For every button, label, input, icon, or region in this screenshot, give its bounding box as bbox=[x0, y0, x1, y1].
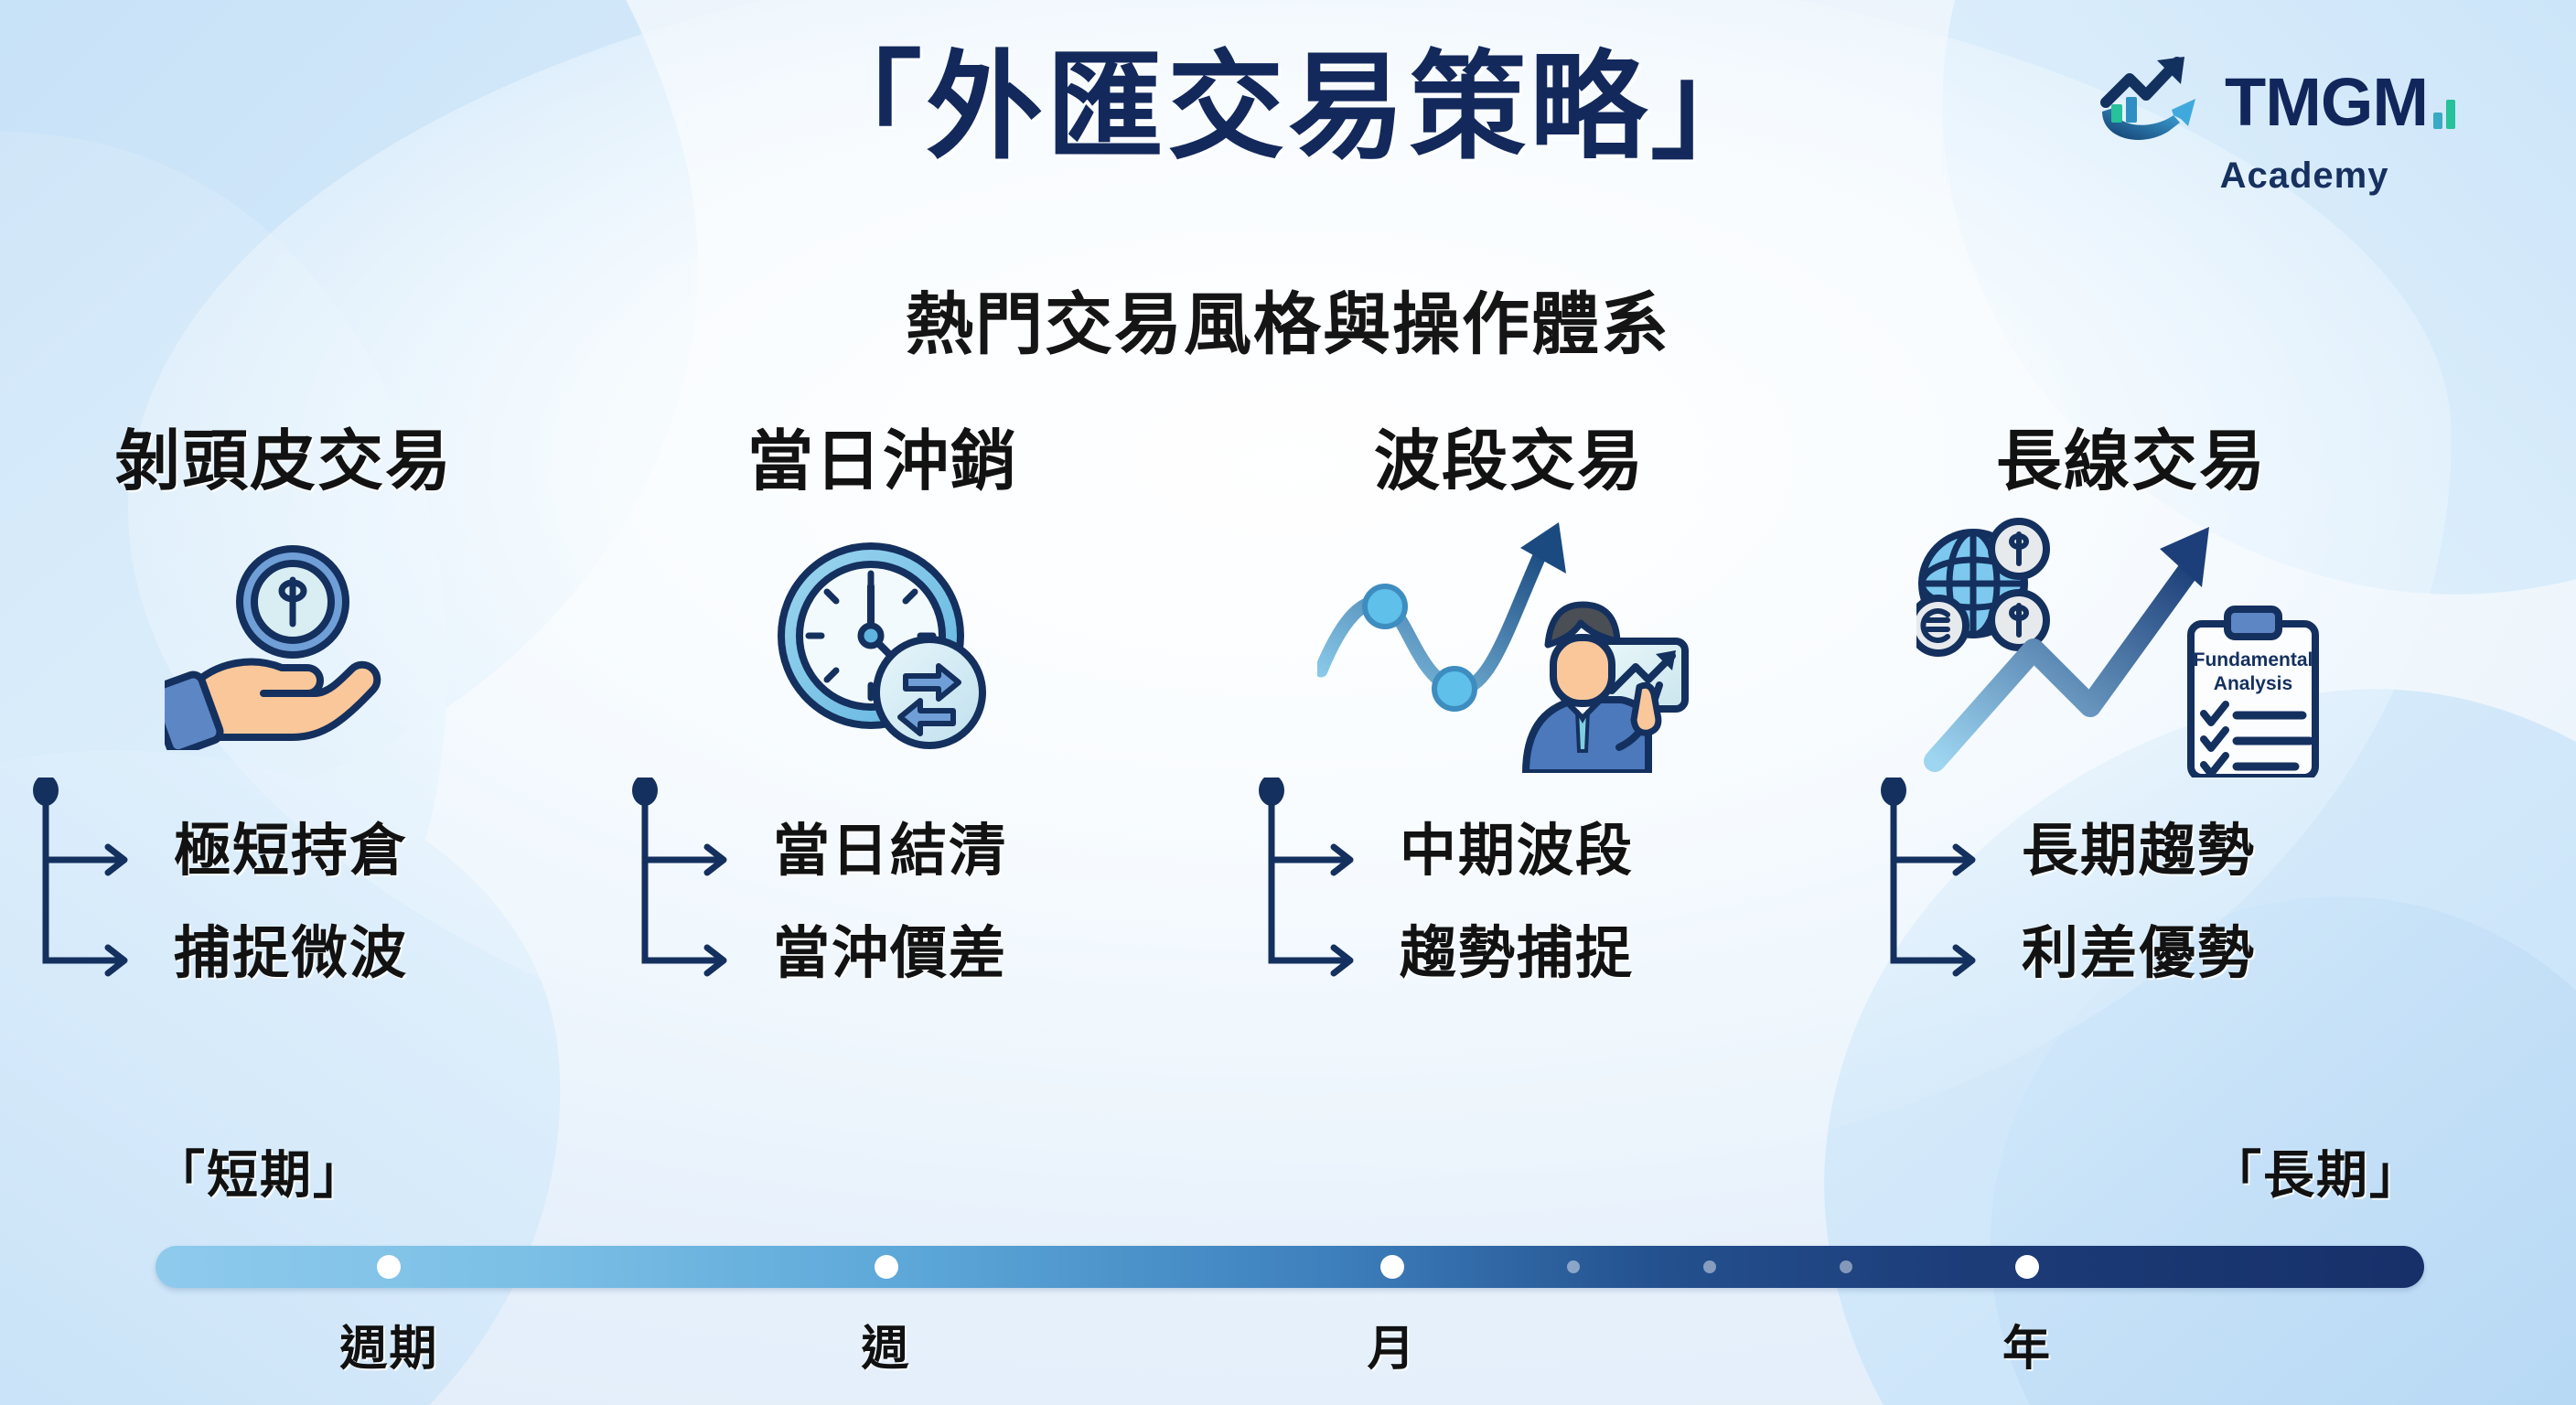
timeline-tick-label: 週 bbox=[861, 1323, 911, 1376]
bullet-item: 當沖價差 bbox=[773, 922, 1008, 985]
bracket-connector-icon bbox=[632, 775, 742, 1015]
strategy-columns: 剝頭皮交易 bbox=[0, 412, 2576, 1134]
bullet-item: 當日結清 bbox=[773, 820, 1008, 883]
logo-sub-text: Academy bbox=[2219, 156, 2389, 196]
growth-arrow-icon bbox=[2093, 55, 2210, 150]
bullet-list: 極短持倉 捕捉微波 bbox=[174, 812, 408, 993]
column-heading: 剝頭皮交易 bbox=[113, 425, 453, 499]
timeline: 「短期」 「長期」 週期 週 月 年 bbox=[0, 1143, 2576, 1405]
column-heading: 波段交易 bbox=[1373, 425, 1645, 499]
strategy-column-scalping: 剝頭皮交易 bbox=[0, 412, 576, 1134]
bullet-list: 當日結清 當沖價差 bbox=[773, 812, 1007, 993]
clock-exchange-icon bbox=[590, 512, 1175, 778]
bullet-list: 長期趨勢 利差優勢 bbox=[2022, 812, 2256, 993]
column-bullets: 長期趨勢 利差優勢 bbox=[1839, 775, 2424, 1079]
bracket-connector-icon bbox=[1259, 775, 1368, 1015]
column-heading: 長線交易 bbox=[1995, 425, 2267, 499]
bullet-item: 利差優勢 bbox=[2022, 922, 2257, 985]
column-bullets: 極短持倉 捕捉微波 bbox=[0, 775, 576, 1079]
strategy-column-position: 長線交易 bbox=[1839, 412, 2424, 1134]
column-bullets: 當日結清 當沖價差 bbox=[590, 775, 1175, 1079]
wave-chart-analyst-icon bbox=[1217, 512, 1802, 778]
column-heading: 當日沖銷 bbox=[746, 425, 1018, 499]
logo-bars-icon bbox=[2433, 89, 2456, 134]
timeline-bar[interactable] bbox=[156, 1246, 2424, 1288]
timeline-dot[interactable] bbox=[377, 1255, 402, 1279]
timeline-dot[interactable] bbox=[1379, 1255, 1404, 1279]
bracket-connector-icon bbox=[1881, 775, 1991, 1015]
logo-row: TMGM bbox=[2093, 53, 2523, 152]
globe-currency-trend-clipboard-icon: Fundamental Analysis bbox=[1839, 512, 2424, 778]
timeline-dot[interactable] bbox=[874, 1255, 898, 1279]
hand-holding-coin-icon bbox=[0, 512, 576, 778]
clipboard-title-line2: Analysis bbox=[2214, 673, 2292, 694]
column-bullets: 中期波段 趨勢捕捉 bbox=[1217, 775, 1802, 1079]
timeline-caption-long: 「長期」 bbox=[2210, 1146, 2422, 1204]
bullet-list: 中期波段 趨勢捕捉 bbox=[1400, 812, 1634, 993]
timeline-dot[interactable] bbox=[1839, 1260, 1852, 1273]
clipboard-title-line1: Fundamental bbox=[2194, 649, 2313, 670]
timeline-caption-short: 「短期」 bbox=[154, 1146, 366, 1204]
bullet-item: 趨勢捕捉 bbox=[1400, 922, 1635, 985]
timeline-dot[interactable] bbox=[1702, 1260, 1716, 1273]
tmgm-academy-logo: TMGM Academy bbox=[2093, 53, 2523, 204]
strategy-column-swing: 波段交易 bbox=[1217, 412, 1802, 1134]
bullet-item: 中期波段 bbox=[1400, 820, 1635, 883]
logo-brand-text: TMGM bbox=[2225, 63, 2429, 140]
timeline-dot[interactable] bbox=[1567, 1260, 1580, 1273]
bracket-connector-icon bbox=[33, 775, 143, 1015]
bullet-item: 捕捉微波 bbox=[174, 922, 409, 985]
strategy-column-day-trading: 當日沖銷 bbox=[590, 412, 1175, 1134]
page-subtitle: 熱門交易風格與操作體系 bbox=[906, 286, 1670, 362]
timeline-tick-label: 月 bbox=[1367, 1323, 1417, 1376]
logo-wordmark: TMGM bbox=[2225, 63, 2456, 140]
header: 「外匯交易策略」 熱門交易風格與操作體系 bbox=[0, 0, 2576, 393]
timeline-tick-label: 週期 bbox=[339, 1323, 439, 1376]
bullet-item: 長期趨勢 bbox=[2022, 820, 2257, 883]
bullet-item: 極短持倉 bbox=[174, 820, 409, 883]
timeline-tick-label: 年 bbox=[2002, 1323, 2053, 1376]
page-title: 「外匯交易策略」 bbox=[804, 42, 1771, 173]
timeline-dot[interactable] bbox=[2015, 1255, 2039, 1279]
